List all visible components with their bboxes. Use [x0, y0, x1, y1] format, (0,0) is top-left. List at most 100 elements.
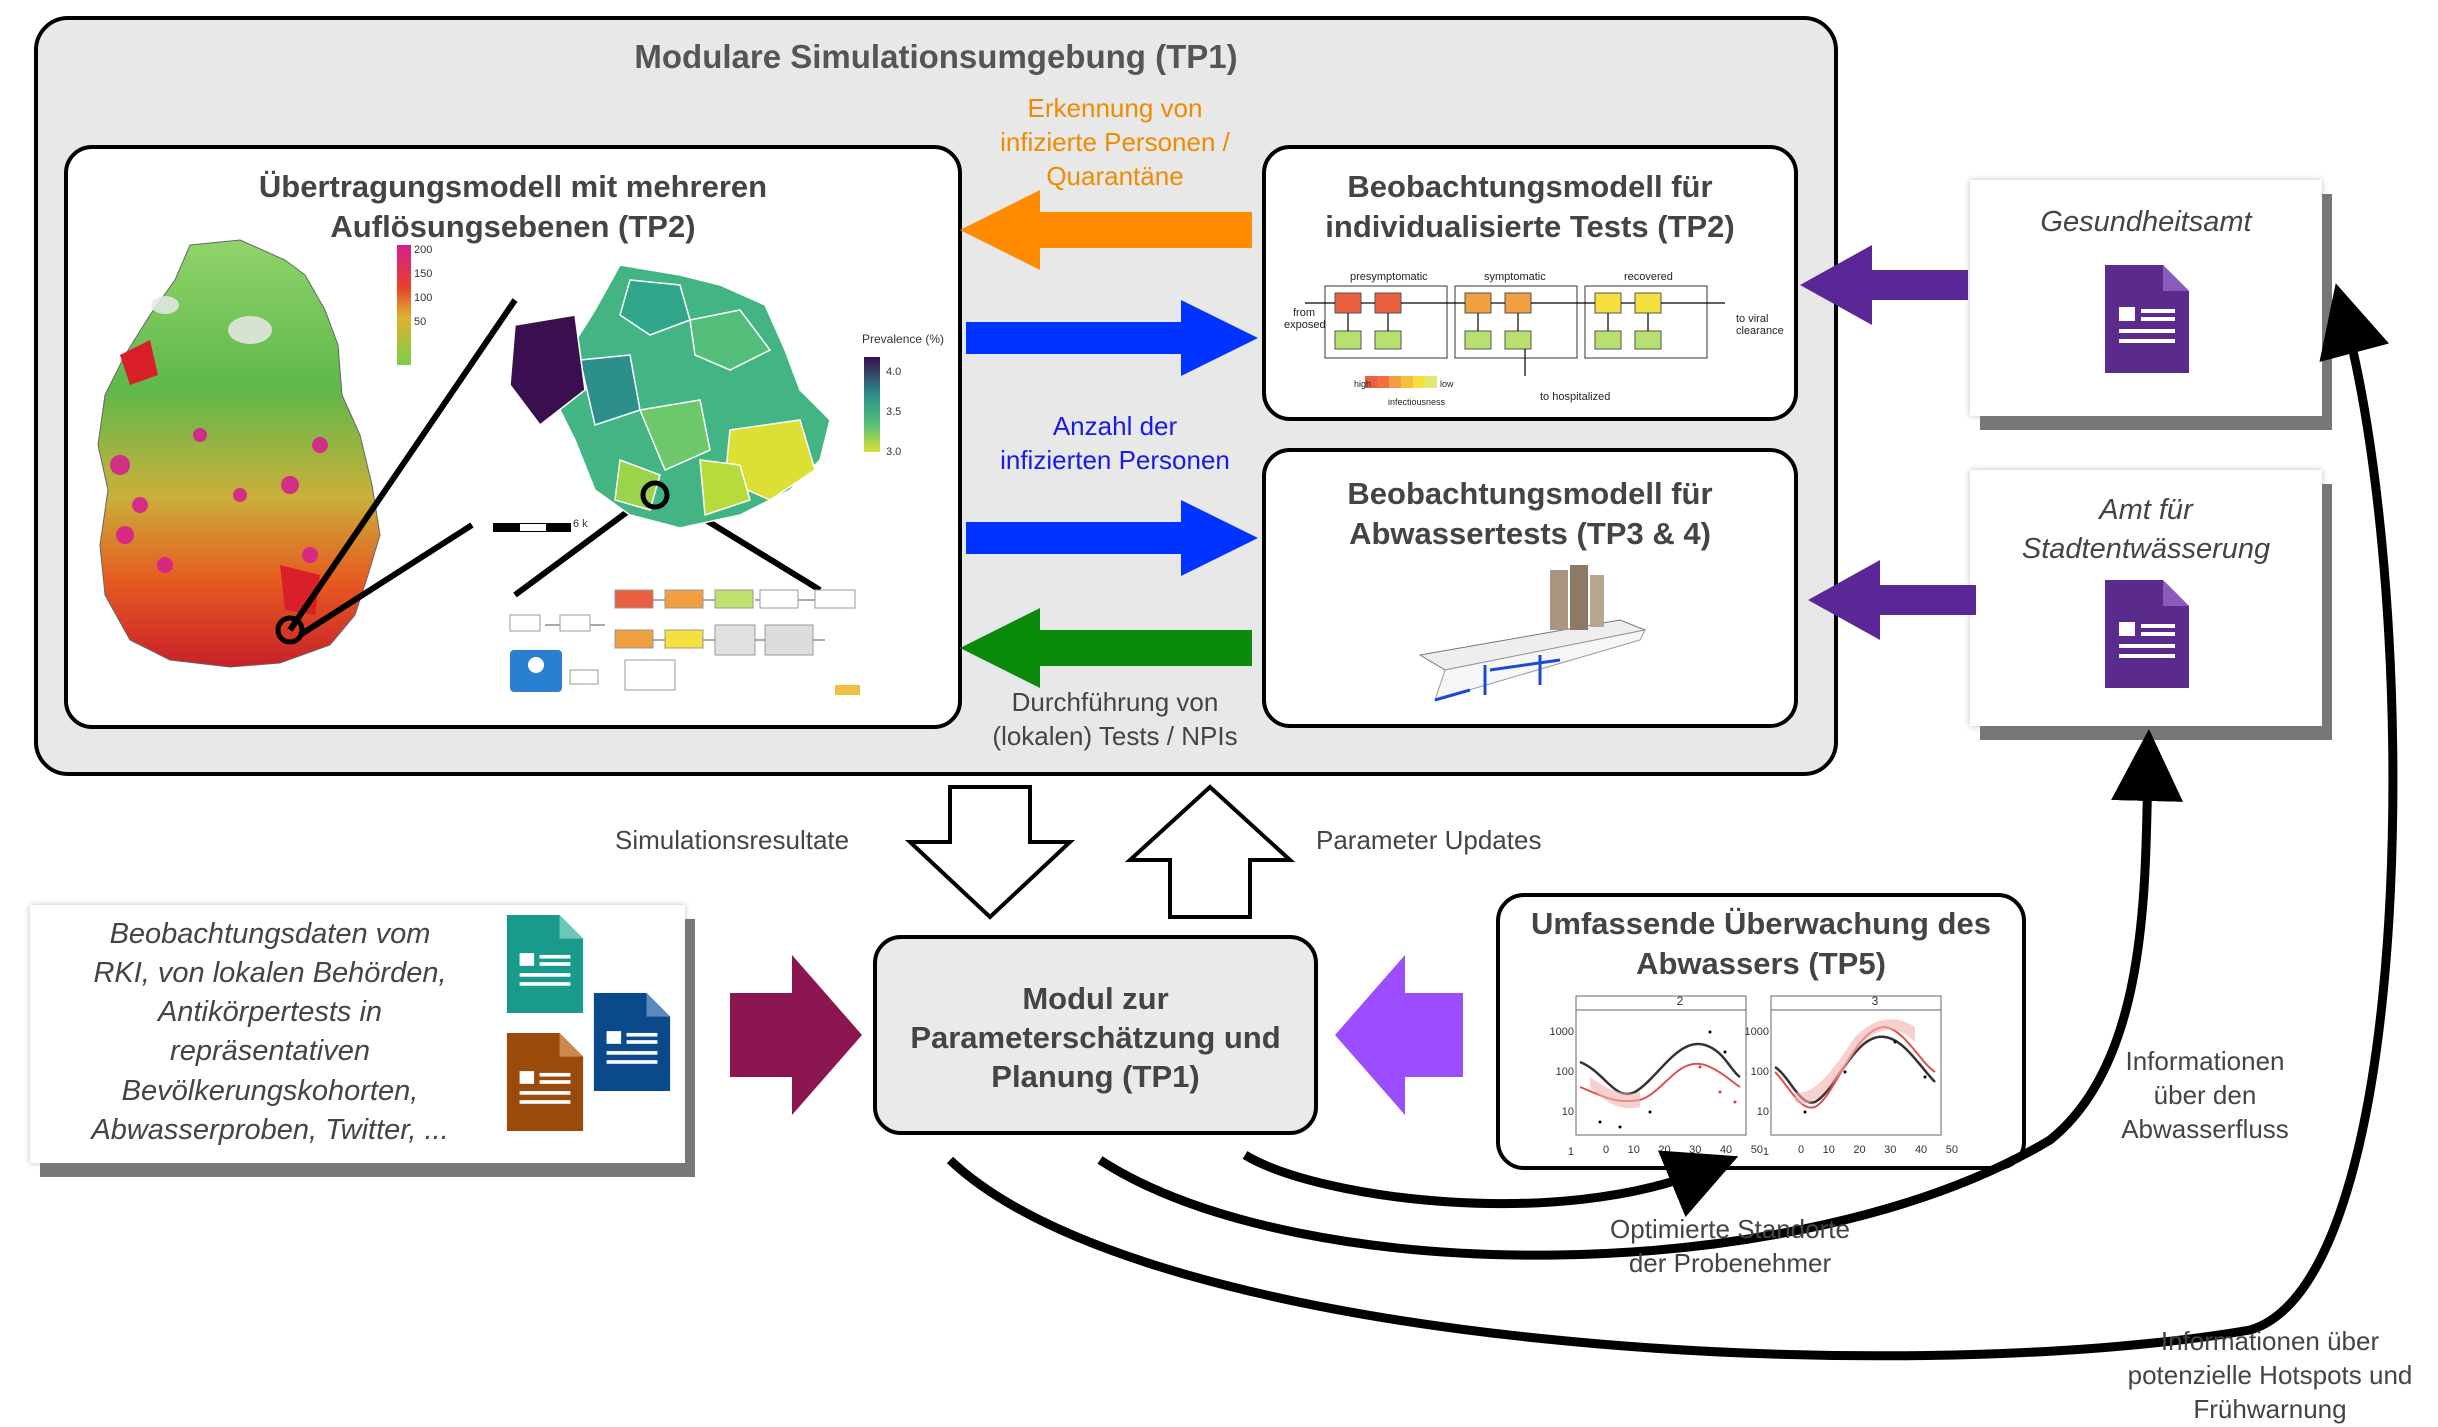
obs-line3: Antikörpertests in	[157, 996, 383, 1029]
x-tick-50: 50	[1750, 1144, 1763, 1156]
monitoring-plot-2	[1575, 995, 1747, 1136]
monitoring-title-line2: Abwassers (TP5)	[1636, 945, 1886, 981]
obs-line2: RKI, von lokalen Behörden,	[93, 957, 447, 990]
panel-label-3: 3	[1871, 994, 1879, 1008]
germany-scale-100: 100	[414, 292, 433, 304]
sim-results-label: Simulationsresultate	[615, 825, 850, 855]
x3-tick-20: 20	[1853, 1144, 1866, 1156]
drainage-title-line2: Stadtentwässerung	[2021, 533, 2271, 566]
germany-color-scale	[397, 245, 411, 365]
param-updates-arrow	[1124, 784, 1296, 919]
hotspot-line2: potenzielle Hotspots und	[2127, 1359, 2413, 1390]
param-title-line1: Modul zur	[1022, 981, 1169, 1016]
monitoring-title: Umfassende Überwachung des Abwassers (TP…	[1496, 904, 2026, 983]
to-viral-label: to viral clearance	[1736, 313, 1784, 337]
y-tick-1000: 1000	[1549, 1026, 1574, 1038]
germany-scale-labels: 200 150 100 50	[414, 238, 432, 334]
drainage-title-line1: Amt für	[2099, 494, 2193, 526]
x3-tick-0: 0	[1798, 1144, 1805, 1156]
transmission-model-title: Übertragungsmodell mit mehreren Auflösun…	[64, 167, 962, 246]
param-module-title: Modul zur Parameterschätzung und Planung…	[873, 980, 1318, 1096]
x-tick-0: 0	[1603, 1144, 1610, 1156]
teal-document-icon	[506, 915, 584, 1013]
prevalence-tick-35: 3.5	[886, 406, 902, 418]
detection-line1: Erkennung von	[1027, 93, 1203, 123]
blue-document-icon	[593, 993, 671, 1091]
y-tick-10: 10	[1561, 1106, 1574, 1118]
y3-tick-1: 1	[1762, 1146, 1769, 1158]
tests-npis-line2: (lokalen) Tests / NPIs	[992, 720, 1238, 751]
transmission-title-line2: Auflösungsebenen (TP2)	[330, 208, 696, 244]
tests-npis-arrow	[960, 608, 1252, 688]
test-state-diagram	[1305, 285, 1725, 388]
hotspot-line1: Informationen über	[2160, 1326, 2380, 1356]
x3-tick-40: 40	[1914, 1144, 1928, 1156]
detection-line2: infizierte Personen /	[1000, 126, 1230, 157]
observation-data-arrow	[730, 955, 862, 1115]
infected-count-arrow-bottom	[966, 500, 1258, 576]
y-tick-1: 1	[1567, 1146, 1574, 1158]
sim-results-arrow	[904, 785, 1076, 920]
y3-tick-100: 100	[1750, 1066, 1769, 1078]
health-office-document-icon	[2105, 265, 2189, 373]
transmission-title-line1: Übertragungsmodell mit mehreren	[258, 169, 768, 204]
x3-tick-10: 10	[1822, 1144, 1835, 1156]
optimized-line2: der Probenehmer	[1628, 1247, 1832, 1278]
wastewater-model-box	[1262, 448, 1798, 728]
y-tick-100: 100	[1555, 1066, 1574, 1078]
flow-info-label: Informationen über den Abwasserfluss	[2090, 1045, 2320, 1146]
drainage-office-title: Amt für Stadtentwässerung	[1970, 491, 2322, 569]
monitoring-arrow	[1335, 955, 1463, 1115]
obs-line5: Bevölkerungskohorten,	[121, 1074, 419, 1107]
individual-title-line1: Beobachtungsmodell für	[1347, 169, 1713, 204]
germany-scale-50: 50	[414, 316, 427, 328]
drainage-office-document-icon	[2105, 580, 2189, 688]
scale-bar-text: 6 k	[573, 518, 588, 530]
x3-tick-50: 50	[1945, 1144, 1958, 1156]
prevalence-ticks: 4.0 3.5 3.0	[886, 352, 901, 472]
transmission-flow-diagram	[509, 589, 860, 695]
x3-tick-30: 30	[1884, 1144, 1897, 1156]
tests-npis-line1: Durchführung von	[1011, 687, 1219, 717]
wastewater-title-line1: Beobachtungsmodell für	[1347, 476, 1713, 511]
high-label: high	[1354, 379, 1372, 389]
from-exposed-label: from exposed	[1284, 307, 1326, 331]
low-label: low	[1440, 379, 1454, 389]
y3-tick-1000: 1000	[1744, 1026, 1769, 1038]
optimized-line1: Optimierte Standorte	[1610, 1214, 1850, 1244]
stage-recovered: recovered	[1624, 271, 1673, 283]
param-title-line3: Planung (TP1)	[991, 1058, 1200, 1094]
param-updates-label: Parameter Updates	[1316, 825, 1542, 855]
germany-scale-150: 150	[414, 268, 433, 280]
brown-document-icon	[506, 1033, 584, 1131]
infectiousness-label: infectiousness	[1388, 397, 1446, 407]
germany-map	[97, 239, 381, 668]
obs-line6: Abwasserproben, Twitter, ...	[91, 1113, 449, 1146]
scale-bar	[493, 523, 571, 532]
individual-title-line2: individualisierte Tests (TP2)	[1325, 208, 1735, 244]
individual-tests-box	[1262, 145, 1798, 421]
drainage-office-arrow	[1808, 560, 1976, 640]
health-office-arrow	[1800, 245, 1968, 325]
flow-info-line3: Abwasserfluss	[2121, 1113, 2289, 1144]
panel-label-2: 2	[1676, 994, 1684, 1008]
prevalence-color-scale	[864, 357, 880, 452]
prevalence-tick-4: 4.0	[886, 366, 902, 378]
plot2-y-ticks: 1000 100 10 1	[1540, 1012, 1574, 1172]
simulation-environment-title: Modulare Simulationsumgebung (TP1)	[634, 38, 1238, 75]
infected-count-line1: Anzahl der	[1052, 411, 1178, 441]
detection-label: Erkennung von infizierte Personen / Quar…	[985, 92, 1245, 193]
stage-symptomatic: symptomatic	[1484, 271, 1546, 283]
param-module-box	[873, 935, 1318, 1135]
flow-info-line2: über den	[2153, 1079, 2257, 1110]
infected-count-label: Anzahl der infizierten Personen	[975, 410, 1255, 478]
detection-arrow	[960, 190, 1252, 270]
to-hospitalized-label: to hospitalized	[1540, 391, 1611, 403]
sewer-illustration	[1418, 565, 1647, 702]
x-tick-10: 10	[1627, 1144, 1640, 1156]
optimized-sites-label: Optimierte Standorte der Probenehmer	[1595, 1213, 1865, 1281]
prevalence-label: Prevalence (%)	[862, 332, 945, 346]
infected-count-line2: infizierten Personen	[1000, 444, 1230, 475]
germany-scale-200: 200	[414, 244, 433, 256]
